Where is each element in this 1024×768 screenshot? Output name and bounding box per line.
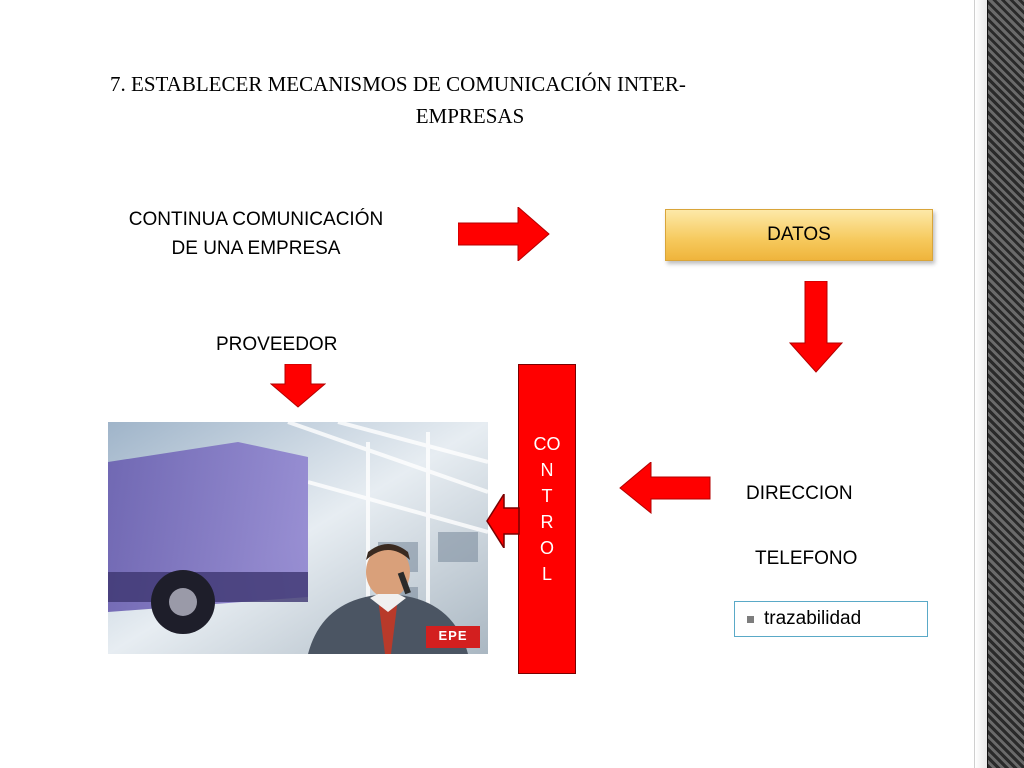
bullet-icon bbox=[747, 615, 754, 623]
epe-logo: EPE bbox=[438, 628, 468, 643]
control-letter: T bbox=[541, 486, 553, 506]
photo-illustration bbox=[108, 422, 488, 654]
arrow-left-control-icon bbox=[486, 494, 520, 548]
control-letter: N bbox=[540, 460, 554, 480]
arrow-left-icon bbox=[619, 462, 711, 514]
arrow-down-icon bbox=[789, 281, 843, 373]
direccion-label: DIRECCION bbox=[746, 483, 853, 504]
trazabilidad-box: trazabilidad bbox=[734, 601, 928, 637]
source-text: CONTINUA COMUNICACIÓN DE UNA EMPRESA bbox=[100, 205, 412, 263]
slide-title-line2: EMPRESAS bbox=[415, 104, 525, 128]
slide-title: 7. ESTABLECER MECANISMOS DE COMUNICACIÓN… bbox=[100, 68, 840, 132]
slide-title-line1: 7. ESTABLECER MECANISMOS DE COMUNICACIÓN… bbox=[110, 72, 686, 96]
source-text-line1: CONTINUA COMUNICACIÓN bbox=[128, 209, 384, 230]
control-letter: O bbox=[539, 538, 554, 558]
control-letters: CO N T R O L bbox=[519, 431, 575, 587]
telefono-label: TELEFONO bbox=[755, 548, 858, 569]
side-decoration bbox=[974, 0, 1024, 768]
control-letter: R bbox=[540, 512, 554, 532]
trazabilidad-label: trazabilidad bbox=[764, 608, 862, 629]
control-box: CO N T R O L bbox=[518, 364, 576, 674]
truck-businessman-photo: EPE bbox=[108, 422, 488, 654]
proveedor-label: PROVEEDOR bbox=[216, 334, 338, 355]
datos-box: DATOS bbox=[665, 209, 933, 261]
control-letter: CO bbox=[533, 434, 561, 454]
arrow-right-icon bbox=[458, 207, 550, 261]
arrow-down-proveedor-icon bbox=[270, 364, 326, 408]
source-text-line2: DE UNA EMPRESA bbox=[171, 238, 341, 259]
control-letter: L bbox=[541, 564, 552, 584]
datos-label: DATOS bbox=[767, 224, 831, 245]
